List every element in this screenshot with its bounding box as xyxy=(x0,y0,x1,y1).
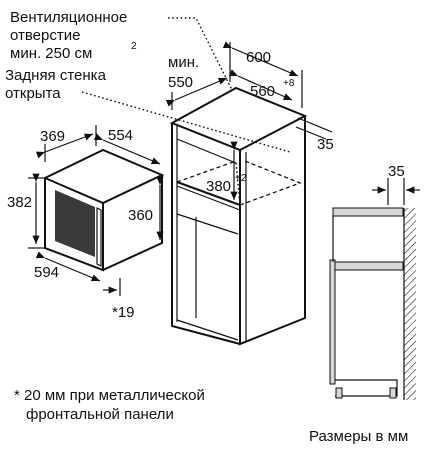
vent-label: Вентиляционное отверстие мин. 250 см 2 xyxy=(10,9,137,62)
wall-hatch xyxy=(404,208,416,400)
rear-wall-label: Задняя стенка открыта xyxy=(5,67,107,102)
microwave-control-strip xyxy=(96,207,102,267)
dim-width-top: 554 xyxy=(108,127,133,144)
cabinet-dimensions: мин. 550 600 560 +8 35 380 +2 xyxy=(165,41,334,200)
dim-niche-width: 560 xyxy=(250,83,275,100)
microwave-dimensions: 369 554 382 360 594 *19 xyxy=(7,125,164,321)
detail-top-shelf xyxy=(332,207,404,217)
vent-label-superscript: 2 xyxy=(131,41,137,52)
dim-width-bottom: 594 xyxy=(34,264,59,281)
dim-niche-width-tol: +8 xyxy=(283,78,295,89)
dim-niche-height: 380 xyxy=(206,178,231,195)
dim-front-offset: *19 xyxy=(112,304,135,321)
units-note: Размеры в мм xyxy=(309,428,408,445)
dim-side-gap: 35 xyxy=(317,136,334,153)
dim-cabinet-depth: 550 xyxy=(168,74,193,91)
side-section-detail: 35 xyxy=(329,163,420,400)
detail-bottom-shelf xyxy=(332,261,404,271)
vent-leader-line xyxy=(168,17,233,91)
dim-height: 382 xyxy=(7,194,32,211)
dim-niche-height-tol: +2 xyxy=(235,173,247,184)
niche-shelf-dashed xyxy=(239,160,302,206)
dim-cabinet-width: 600 xyxy=(246,49,271,66)
dim-inner-height: 360 xyxy=(128,207,153,224)
dim-width-bottom-line xyxy=(35,251,101,282)
cabinet-left-edge xyxy=(171,123,241,345)
vent-label-line3: мин. 250 см xyxy=(10,45,92,62)
dim-detail-gap: 35 xyxy=(388,163,405,180)
rear-wall-label-line1: Задняя стенка xyxy=(5,67,107,84)
niche-top-edge xyxy=(176,138,237,164)
niche-shelf-front xyxy=(176,181,241,206)
dim-min-label: мин. xyxy=(168,54,199,71)
footnote-line1: * 20 мм при металлической xyxy=(14,387,205,404)
detail-front-panel xyxy=(329,259,336,385)
vent-label-line2: отверстие xyxy=(10,27,80,44)
cabinet-right-side xyxy=(239,116,306,346)
vent-label-line1: Вентиляционное xyxy=(10,9,127,26)
microwave-door-window xyxy=(55,190,95,257)
footnote-line2: фронтальной панели xyxy=(26,406,174,423)
rear-wall-label-line2: открыта xyxy=(5,85,61,102)
detail-base xyxy=(335,379,398,397)
dim-depth-line xyxy=(35,133,94,159)
dim-depth: 369 xyxy=(40,128,65,145)
dim-niche-width-line xyxy=(228,69,293,101)
tall-cabinet xyxy=(169,86,308,346)
dim-cabinet-depth-line xyxy=(165,77,228,107)
dim-width-top-line xyxy=(93,133,161,165)
